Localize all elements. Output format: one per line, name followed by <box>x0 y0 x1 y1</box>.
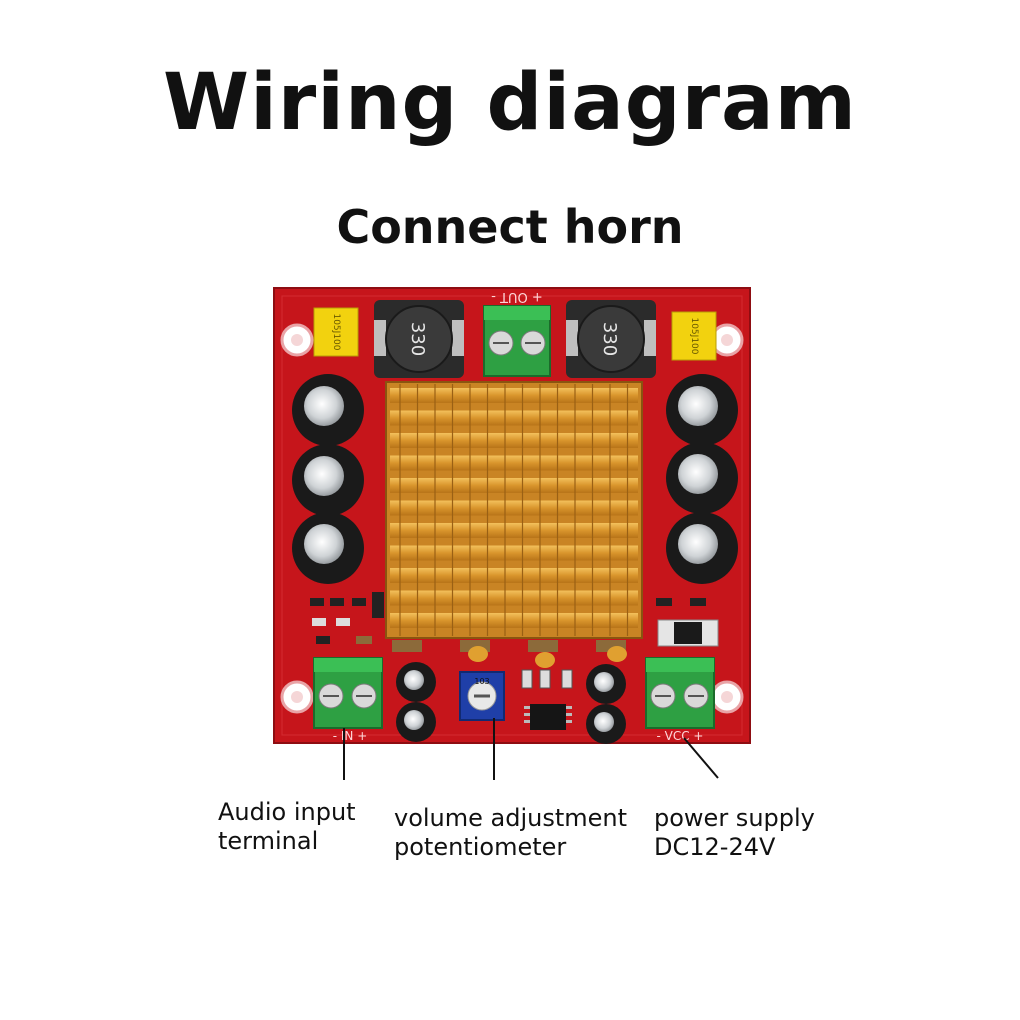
diagram-subtitle: Connect horn <box>336 200 684 254</box>
film-cap-mark-left: 105J100 <box>331 313 341 350</box>
volume-label-line1: volume adjustment <box>394 804 628 832</box>
in-silk-label: - IN + <box>333 729 368 743</box>
op-amp-chip <box>524 704 572 730</box>
smd-components <box>310 592 719 689</box>
audio-input-label-line2: terminal <box>218 827 319 855</box>
capacitor-left-1 <box>292 374 364 446</box>
capacitor-left-2 <box>292 444 364 516</box>
heatsink-fin <box>390 433 638 448</box>
small-capacitor-3 <box>586 664 626 704</box>
heatsink-fin <box>390 455 638 471</box>
capacitor-right-1 <box>666 374 738 446</box>
heatsink-fin <box>390 523 638 538</box>
heatsink-fin <box>390 478 638 493</box>
vcc-silk-label: - VCC + <box>657 729 704 743</box>
heatsink-fin <box>390 388 638 403</box>
capacitor-right-2 <box>666 442 738 514</box>
inductor-mark-right: 330 <box>599 322 620 356</box>
volume-label: volume adjustment potentiometer <box>394 804 627 862</box>
film-cap-mark-right: 105J100 <box>689 317 699 354</box>
power-label-line2: DC12-24V <box>654 833 776 861</box>
out-silk-label: + OUT - <box>491 289 543 304</box>
inductor-mark-left: 330 <box>407 322 428 356</box>
audio-input-terminal <box>313 657 383 729</box>
pot-mark: 103 <box>474 677 489 686</box>
heatsink-fin <box>390 568 638 583</box>
small-capacitor-4 <box>586 704 626 744</box>
audio-input-label-line1: Audio input <box>218 798 356 826</box>
heatsink-fin <box>390 590 638 606</box>
speaker-output-terminal <box>483 305 551 377</box>
heatsink-fin <box>390 545 638 561</box>
small-capacitor-2 <box>396 702 436 742</box>
heatsink-fin <box>390 410 638 426</box>
heatsink-fin <box>390 500 638 516</box>
heatsink-fin <box>390 613 638 628</box>
power-label-line1: power supply <box>654 804 815 832</box>
small-capacitor-1 <box>396 662 436 702</box>
volume-potentiometer: 103 <box>459 671 505 721</box>
heatsink <box>385 381 643 639</box>
inductor-left: 330 <box>374 300 464 378</box>
power-leader <box>683 737 719 779</box>
power-label: power supply DC12-24V <box>654 804 815 862</box>
capacitor-left-3 <box>292 512 364 584</box>
film-capacitor-right: 105J100 <box>671 311 717 361</box>
capacitor-right-3 <box>666 512 738 584</box>
mounting-holes <box>280 323 744 714</box>
power-supply-terminal <box>645 657 715 729</box>
volume-label-line2: potentiometer <box>394 833 567 861</box>
inductor-right: 330 <box>566 300 656 378</box>
film-capacitor-left: 105J100 <box>313 307 359 357</box>
audio-input-label: Audio input terminal <box>218 798 356 856</box>
diagram-title: Wiring diagram <box>163 58 857 148</box>
